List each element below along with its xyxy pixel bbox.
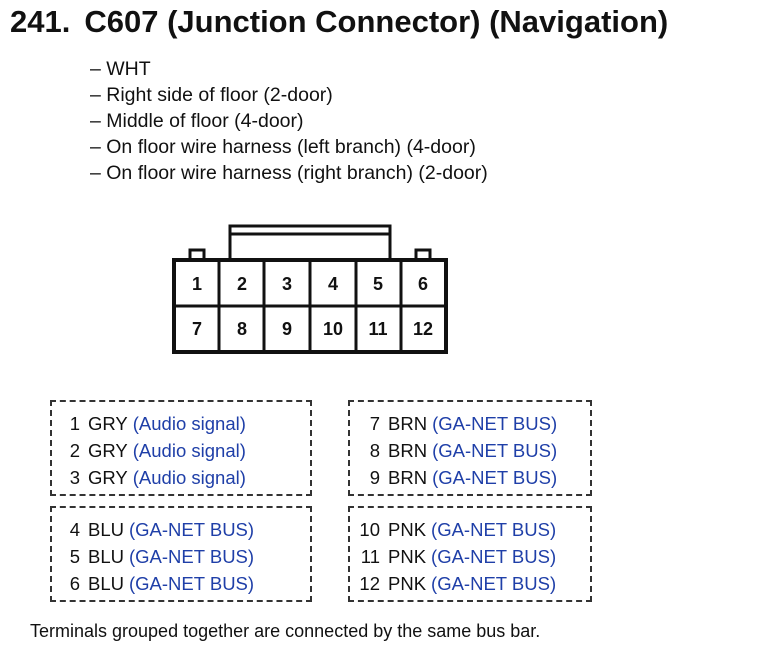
signal-name: (GA-NET BUS) <box>129 546 255 567</box>
pin-number: 7 <box>369 413 380 434</box>
note-location: – On floor wire harness (left branch) (4… <box>90 136 476 158</box>
note-location: – On floor wire harness (right branch) (… <box>90 162 488 184</box>
signal-name: (GA-NET BUS) <box>431 573 557 594</box>
pin-row: 12 PNK(GA-NET BUS) <box>350 570 590 597</box>
pin-number: 1 <box>69 413 80 434</box>
pin-number: 12 <box>359 573 380 594</box>
wire-color: BLU <box>88 573 124 594</box>
wire-color: PNK <box>388 519 427 540</box>
pin-row: 11 PNK(GA-NET BUS) <box>350 543 590 570</box>
wire-color: BRN <box>388 413 428 434</box>
pin-number: 6 <box>418 274 428 294</box>
pin-number: 9 <box>369 467 380 488</box>
signal-name: (Audio signal) <box>132 467 246 488</box>
connector-key-left <box>188 248 206 260</box>
pin-number: 7 <box>192 319 202 339</box>
signal-name: (GA-NET BUS) <box>432 413 558 434</box>
pin-row: 8 BRN(GA-NET BUS) <box>350 437 590 464</box>
connector-notes: – WHT – Right side of floor (2-door) – M… <box>90 56 488 186</box>
signal-name: (Audio signal) <box>132 440 246 461</box>
pin-row: 1 GRY(Audio signal) <box>52 410 310 437</box>
pin-row: 2 GRY(Audio signal) <box>52 437 310 464</box>
pin-row: 9 BRN(GA-NET BUS) <box>350 464 590 491</box>
pin-number: 5 <box>69 546 80 567</box>
page-title: 241. C607 (Junction Connector) (Navigatio… <box>10 4 668 40</box>
signal-name: (GA-NET BUS) <box>431 546 557 567</box>
pin-row: 4 BLU(GA-NET BUS) <box>52 516 310 543</box>
signal-name: (GA-NET BUS) <box>432 467 558 488</box>
pin-number: 4 <box>328 274 338 294</box>
pin-row: 10 PNK(GA-NET BUS) <box>350 516 590 543</box>
pin-number: 9 <box>282 319 292 339</box>
pin-number: 10 <box>359 519 380 540</box>
pin-number: 2 <box>69 440 80 461</box>
signal-name: (GA-NET BUS) <box>129 573 255 594</box>
pin-number: 11 <box>368 319 387 339</box>
pin-row: 6 BLU(GA-NET BUS) <box>52 570 310 597</box>
wire-color: BRN <box>388 467 428 488</box>
pin-number: 10 <box>323 319 343 339</box>
pin-number: 8 <box>369 440 380 461</box>
note-color: – WHT <box>90 58 151 80</box>
wire-color: PNK <box>388 546 427 567</box>
pin-number: 3 <box>69 467 80 488</box>
pin-row: 5 BLU(GA-NET BUS) <box>52 543 310 570</box>
pin-number: 8 <box>237 319 247 339</box>
pin-number: 5 <box>373 274 383 294</box>
wire-color: BLU <box>88 546 124 567</box>
note-location: – Right side of floor (2-door) <box>90 84 333 106</box>
pin-number: 6 <box>69 573 80 594</box>
pin-row: 3 GRY(Audio signal) <box>52 464 310 491</box>
pin-number: 12 <box>413 319 433 339</box>
signal-name: (GA-NET BUS) <box>432 440 558 461</box>
connector-face-svg: 1 2 3 4 5 6 7 8 9 10 11 12 <box>172 224 448 354</box>
pin-number: 1 <box>192 274 202 294</box>
pin-number: 3 <box>282 274 292 294</box>
wire-color: PNK <box>388 573 427 594</box>
connector-key-right <box>414 248 432 260</box>
pin-row: 7 BRN(GA-NET BUS) <box>350 410 590 437</box>
pin-number: 2 <box>237 274 247 294</box>
wire-color: BLU <box>88 519 124 540</box>
connector-face-diagram: 1 2 3 4 5 6 7 8 9 10 11 12 <box>160 220 460 360</box>
connector-number: 241. <box>10 4 71 39</box>
signal-name: (GA-NET BUS) <box>431 519 557 540</box>
connector-title: C607 (Junction Connector) (Navigation) <box>84 4 669 39</box>
wire-color: GRY <box>88 467 128 488</box>
signal-name: (Audio signal) <box>132 413 246 434</box>
pin-number: 11 <box>360 546 380 567</box>
pin-number: 4 <box>69 519 80 540</box>
signal-name: (GA-NET BUS) <box>129 519 255 540</box>
wire-color: GRY <box>88 413 128 434</box>
connector-latch <box>228 224 392 260</box>
wire-color: GRY <box>88 440 128 461</box>
wire-color: BRN <box>388 440 428 461</box>
note-location: – Middle of floor (4-door) <box>90 110 304 132</box>
bus-bar-footnote: Terminals grouped together are connected… <box>30 621 541 641</box>
